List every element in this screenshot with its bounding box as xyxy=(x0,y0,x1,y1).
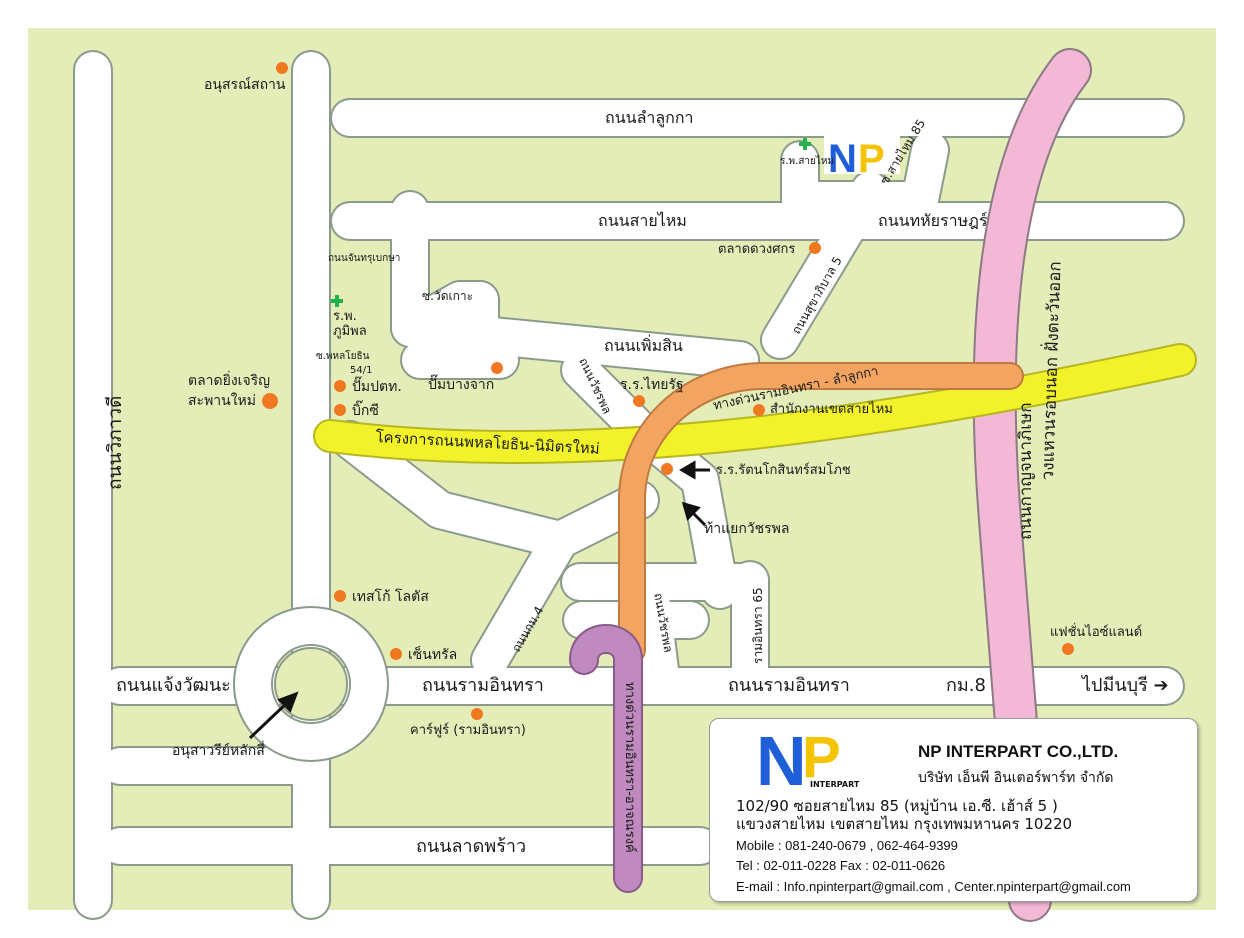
poi-dot-icon xyxy=(1062,643,1074,655)
poi-label-big-c: บิ๊กซี xyxy=(352,403,379,419)
company-mobile: Mobile : 081-240-0679 , 062-464-9399 xyxy=(736,838,958,853)
poi-dot-icon xyxy=(334,404,346,416)
map-logo-p: P xyxy=(858,137,885,181)
road-label-chaeng-watthana: ถนนแจ้งวัฒนะ xyxy=(116,675,231,696)
pointer-arrow-icon xyxy=(681,501,701,521)
hospital-cross-icon xyxy=(331,295,343,307)
map-logo-n: N xyxy=(828,137,857,181)
poi-dot-icon xyxy=(276,62,288,74)
poi-label-thai-rat-school: ร.ร.ไทยรัฐ xyxy=(620,377,684,393)
company-logo: N P xyxy=(756,727,841,791)
road-label-chan-thurakasem: ถนนจันทรุเบกษา xyxy=(328,253,401,264)
road-label-sai-mai: ถนนสายไหม xyxy=(598,211,687,230)
road-label-purple-expressway: ทางด่วนรามอินทรา-อาจณรงค์ xyxy=(622,682,637,853)
poi-dot-icon xyxy=(661,463,673,475)
poi-label-bhumibol-hospital-2: ภูมิพล xyxy=(333,324,367,339)
company-email: E-mail : Info.npinterpart@gmail.com , Ce… xyxy=(736,879,1131,894)
road-label-phum-sin: ถนนเพิ่มสิน xyxy=(604,336,683,355)
poi-label-fashion-island: แฟชั่นไอซ์แลนด์ xyxy=(1050,625,1143,640)
company-address-line-2: แขวงสายไหม เขตสายไหม กรุงเทพมหานคร 10220 xyxy=(736,815,1073,833)
company-logo-n: N xyxy=(756,727,807,791)
road-network xyxy=(73,50,1185,920)
road-label-phahon-54-1: ซ.พหลโยธิน xyxy=(316,351,370,362)
company-logo-p: P xyxy=(802,727,841,790)
poi-dot-icon xyxy=(809,242,821,254)
road-label-km8: กม.8 xyxy=(946,675,986,696)
poi-label-ptt: ปั๊มปตท. xyxy=(352,379,402,395)
poi-label-bang-chak: ปั๊มบางจาก xyxy=(428,377,495,393)
pointer-arrow-icon xyxy=(679,460,696,480)
road-label-soi-wat-ko: ซ.วัดเกาะ xyxy=(422,289,474,303)
pointer-arrow-icon xyxy=(277,691,299,713)
company-logo-subtitle: INTERPART xyxy=(810,780,860,789)
poi-label-ratana-school: ร.ร.รัตนโกสินทร์สมโภช xyxy=(716,463,851,478)
poi-dot-icon xyxy=(633,395,645,407)
poi-label-carrefour: คาร์ฟูร์ (รามอินทรา) xyxy=(410,723,526,738)
road-label-thahan-rat: ถนนทหัยราษฎร์ xyxy=(878,211,988,230)
company-name-en: NP INTERPART CO.,LTD. xyxy=(918,742,1119,761)
road-label-lam-luk-ka: ถนนลำลูกกา xyxy=(605,108,694,127)
poi-label-bhumibol-hospital: ร.พ. xyxy=(333,309,357,324)
poi-label-monument: อนุสรณ์สถาน xyxy=(204,77,286,93)
pointer-arrow-icon xyxy=(248,698,292,740)
road-label-kanchanaphisek: ถนนกาญจนาภิเษก xyxy=(1016,402,1036,540)
poi-label-yingcharoen: ตลาดยิ่งเจริญ xyxy=(188,373,271,389)
road-label-lat-phrao: ถนนลาดพร้าว xyxy=(416,836,527,857)
map-company-marker: N P xyxy=(824,132,900,181)
poi-dot-icon xyxy=(334,590,346,602)
company-tel-fax: Tel : 02-011-0228 Fax : 02-011-0626 xyxy=(736,858,946,873)
poi-dot-icon xyxy=(491,362,503,374)
yellow-project-road xyxy=(315,345,1195,463)
poi-label-sai-mai-hospital: ร.พ.สายไหม xyxy=(780,156,835,167)
road-label-ram-intra: ถนนรามอินทรา xyxy=(422,675,544,696)
pointer-arrow-icons xyxy=(248,460,710,740)
poi-label-talad-duangsakon: ตลาดดวงศกร xyxy=(718,242,796,257)
purple-expressway xyxy=(571,626,641,891)
poi-label-sai-mai-district-office: สำนักงานเขตสายไหม xyxy=(770,402,893,417)
poi-label-watcharapol-junction: ท้าแยกวัชรพล xyxy=(704,521,790,537)
road-label-ram-intra-65: รามอินทรา 65 xyxy=(751,587,765,664)
road-label-phahon-54-1-number: 54/1 xyxy=(350,365,373,376)
poi-dot-icon xyxy=(262,393,278,409)
orange-expressway xyxy=(620,364,1022,662)
poi-label-central: เซ็นทรัล xyxy=(408,647,458,663)
road-label-vibhavadi: ถนนวิภาวดี xyxy=(104,395,126,490)
poi-dot-icon xyxy=(390,648,402,660)
hospital-cross-icon xyxy=(799,138,811,150)
poi-dot-icon xyxy=(334,380,346,392)
poi-label-lak-si-monument: อนุสาวรีย์หลักสี่ xyxy=(172,743,265,759)
poi-label-yingcharoen-2: สะพานใหม่ xyxy=(188,393,257,409)
outer-ring-road xyxy=(974,50,1090,920)
company-name-th: บริษัท เอ็นพี อินเตอร์พาร์ท จำกัด xyxy=(918,770,1114,786)
company-info-card: N P INTERPART NP INTERPART CO.,LTD. บริษ… xyxy=(709,718,1198,902)
poi-label-tesco-lotus: เทสโก้ โลตัส xyxy=(352,589,429,605)
roundabout-center xyxy=(274,647,348,721)
company-address-line-1: 102/90 ซอยสายไหม 85 (หมู่บ้าน เอ.ซี. เฮ้… xyxy=(736,797,1058,815)
road-label-to-min-buri: ไปมีนบุรี ➔ xyxy=(1082,675,1169,696)
poi-dot-icon xyxy=(471,708,483,720)
road-label-ram-intra-east: ถนนรามอินทรา xyxy=(728,675,850,696)
poi-dot-icon xyxy=(753,404,765,416)
